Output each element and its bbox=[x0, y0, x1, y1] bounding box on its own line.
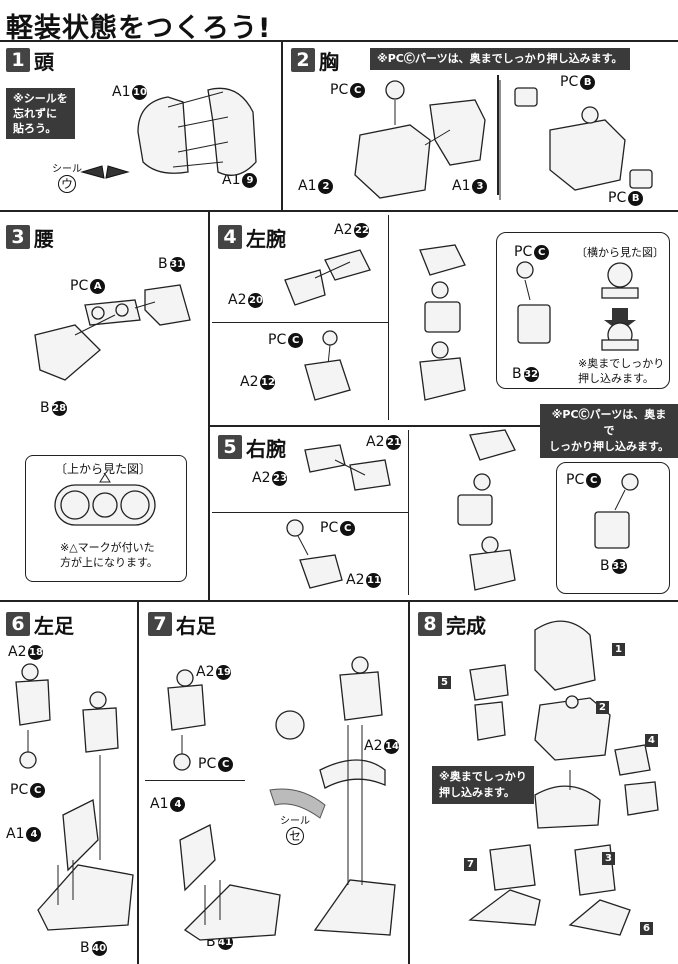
top-view-illustration bbox=[54, 473, 156, 526]
divider bbox=[208, 425, 678, 427]
complete-assembly-illustration bbox=[468, 620, 659, 936]
top-view-note: ※△マークが付いた 方が上になります。 bbox=[60, 541, 158, 569]
divider bbox=[145, 780, 245, 781]
waist-parts-illustration bbox=[34, 284, 191, 381]
step-number: 6 bbox=[6, 612, 30, 636]
step-number: 5 bbox=[218, 435, 242, 459]
press-in-note: ※奥までしっかり 押し込みます。 bbox=[432, 766, 534, 804]
step-number: 8 bbox=[418, 612, 442, 636]
divider bbox=[281, 40, 283, 210]
callout-3: 3 bbox=[602, 846, 615, 865]
right-leg-parts-illustration bbox=[167, 656, 396, 941]
callout-4: 4 bbox=[645, 728, 658, 747]
divider bbox=[408, 600, 410, 964]
left-leg-parts-illustration bbox=[15, 663, 134, 931]
side-view-label: 〔横から見た図〕 bbox=[576, 246, 664, 259]
page-title: 軽装状態をつくろう! bbox=[6, 13, 272, 44]
step-number: 7 bbox=[148, 612, 172, 636]
detail-illustration bbox=[594, 473, 639, 549]
callout-1: 1 bbox=[612, 637, 625, 656]
divider bbox=[212, 512, 408, 513]
step-label: 左足 bbox=[34, 614, 74, 638]
right-arm-assembly-illustration bbox=[457, 429, 516, 591]
step-label: 頭 bbox=[34, 50, 54, 74]
divider bbox=[388, 215, 389, 420]
chest-parts-illustration bbox=[354, 75, 653, 200]
press-in-note: ※PCⒸパーツは、奥まで しっかり押し込みます。 bbox=[540, 404, 678, 458]
step-number: 1 bbox=[6, 48, 30, 72]
divider bbox=[212, 322, 388, 323]
step-label: 完成 bbox=[446, 614, 486, 638]
step-label: 右腕 bbox=[246, 437, 286, 461]
divider bbox=[0, 40, 678, 42]
side-view-note: ※奥までしっかり 押し込みます。 bbox=[578, 357, 665, 385]
callout-7: 7 bbox=[464, 852, 477, 871]
callout-5: 5 bbox=[438, 670, 451, 689]
step-number: 3 bbox=[6, 225, 30, 249]
step-label: 胸 bbox=[319, 50, 339, 74]
top-view-label: 〔上から見た図〕 bbox=[55, 462, 152, 476]
sticker-reminder-note: ※シールを 忘れずに 貼ろう。 bbox=[6, 88, 75, 139]
step-label: 左腕 bbox=[246, 227, 286, 251]
sticker-label: シール ウ bbox=[52, 164, 82, 193]
step-label: 腰 bbox=[34, 227, 54, 251]
press-in-note: ※PCⒸパーツは、奥までしっかり押し込みます。 bbox=[370, 48, 630, 70]
divider bbox=[0, 210, 678, 212]
sticker-label: シール セ bbox=[280, 816, 310, 845]
step-label: 右足 bbox=[176, 614, 216, 638]
divider bbox=[137, 600, 139, 964]
callout-6: 6 bbox=[640, 916, 653, 935]
callout-2: 2 bbox=[596, 695, 609, 714]
right-arm-parts-illustration bbox=[286, 444, 391, 589]
sticker-eyes-illustration bbox=[80, 165, 130, 179]
divider bbox=[408, 430, 409, 595]
step-number: 4 bbox=[218, 225, 242, 249]
side-view-illustration bbox=[516, 261, 639, 351]
head-parts-illustration bbox=[137, 87, 257, 176]
divider bbox=[208, 210, 210, 600]
left-arm-parts-illustration bbox=[284, 249, 371, 401]
left-arm-assembly-illustration bbox=[419, 244, 466, 401]
step-number: 2 bbox=[291, 48, 315, 72]
divider bbox=[0, 600, 678, 602]
